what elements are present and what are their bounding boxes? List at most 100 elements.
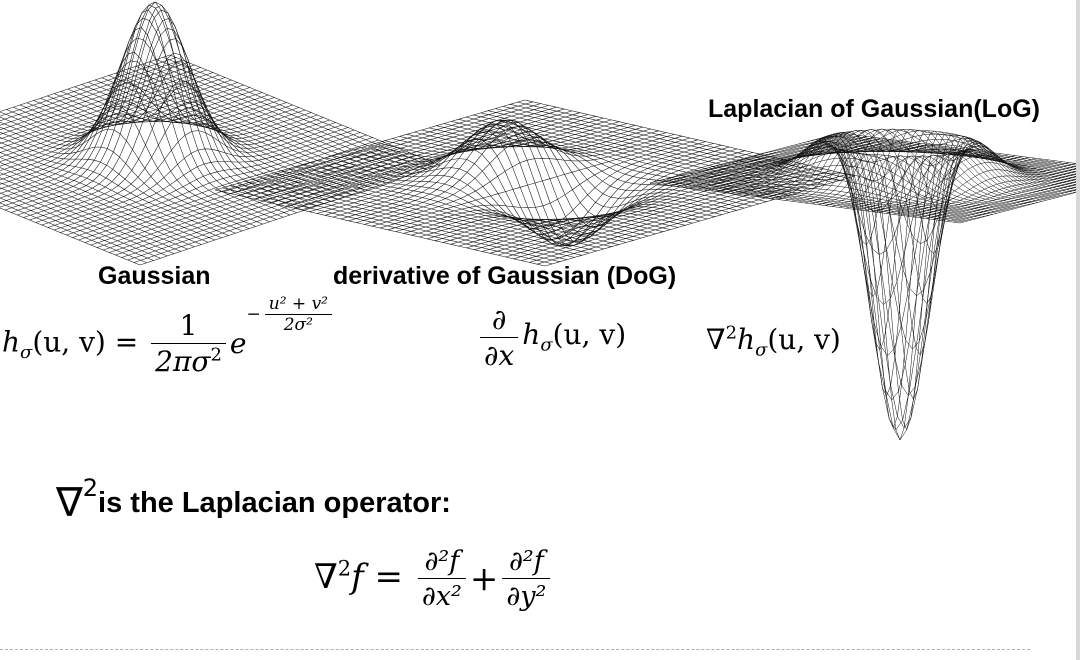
mesh-line <box>703 152 1014 210</box>
mesh-line <box>835 133 1080 166</box>
mesh-line <box>419 146 730 247</box>
mesh-line <box>0 77 226 153</box>
mesh-line <box>237 183 568 260</box>
mesh-line <box>707 148 1018 209</box>
mesh-line <box>4 1 306 211</box>
mesh-line <box>139 164 441 266</box>
bottom-divider <box>0 649 1030 650</box>
mesh-line <box>318 159 649 237</box>
mesh-line <box>347 138 678 240</box>
log-formula-nabla: ∇ <box>706 323 726 356</box>
mesh-line <box>720 142 1031 213</box>
laplacian-definition-fraction-y: ∂²f ∂y² <box>502 548 551 612</box>
mesh-line <box>259 176 590 254</box>
mesh-line <box>687 172 998 214</box>
mesh-line <box>303 164 634 241</box>
mesh-line <box>517 101 848 179</box>
mesh-line <box>798 143 1080 181</box>
dog-formula-denominator: ∂x <box>484 339 515 372</box>
gaussian-formula-args: (u, v) = <box>32 325 139 359</box>
mesh-line <box>19 1 291 216</box>
mesh-line <box>524 99 856 177</box>
mesh-line <box>340 148 671 235</box>
mesh-line <box>0 82 238 162</box>
mesh-line <box>421 129 752 207</box>
window-edge <box>1076 0 1080 660</box>
mesh-line <box>0 87 250 172</box>
mesh-line <box>121 157 422 258</box>
mesh-line <box>699 157 1010 211</box>
mesh-line <box>72 137 373 238</box>
mesh-line <box>815 139 1080 174</box>
mesh-line <box>296 166 627 243</box>
mesh-line <box>309 121 620 212</box>
mesh-line <box>229 185 560 262</box>
mesh-line <box>0 157 209 243</box>
mesh-line <box>827 136 1080 170</box>
mesh-line <box>466 157 777 249</box>
mesh-line <box>399 131 730 218</box>
mesh-line <box>728 138 1039 305</box>
mesh-line <box>678 175 989 216</box>
mesh-line <box>716 143 1027 206</box>
mesh-line <box>94 79 366 191</box>
laplacian-definition-denominator-y: ∂y² <box>506 581 547 612</box>
mesh-line <box>510 104 841 181</box>
laplacian-definition: ∇2f = ∂²f ∂x² + ∂²f ∂y² <box>314 548 554 610</box>
gaussian-label: Gaussian <box>98 262 211 290</box>
mesh-line <box>23 52 324 218</box>
dog-formula-numerator: ∂ <box>480 306 519 338</box>
mesh-line <box>802 142 1080 179</box>
mesh-line <box>480 112 811 190</box>
mesh-line <box>794 139 1080 182</box>
mesh-line <box>392 126 723 228</box>
mesh-line <box>711 146 1023 207</box>
laplacian-definition-denominator-x: ∂x² <box>421 581 462 612</box>
gaussian-surface-plot <box>0 1 441 266</box>
mesh-line <box>362 124 693 247</box>
mesh-line <box>0 62 189 126</box>
laplacian-heading-text: is the Laplacian operator: <box>98 487 451 519</box>
dog-formula: ∂ ∂x hσ(u, v) <box>476 306 626 370</box>
gaussian-formula-exponent-sign: − <box>246 304 261 325</box>
laplacian-definition-nabla: ∇ <box>314 557 338 597</box>
mesh-line <box>0 136 236 234</box>
mesh-line <box>333 155 664 232</box>
dog-formula-fraction: ∂ ∂x <box>480 306 519 372</box>
log-surface-plot <box>649 128 1080 441</box>
mesh-line <box>695 165 1006 212</box>
mesh-line <box>674 176 985 217</box>
mesh-line <box>0 94 269 185</box>
gaussian-formula-sigma: σ <box>20 342 33 364</box>
mesh-line <box>266 174 597 252</box>
gaussian-formula-exponent-numerator: u² + v² <box>264 296 332 315</box>
gaussian-formula-denominator: 2πσ <box>155 345 211 378</box>
mesh-line <box>281 170 612 247</box>
mesh-line <box>214 189 546 267</box>
mesh-line <box>317 123 628 214</box>
mesh-line <box>109 152 410 253</box>
mesh-line <box>11 9 312 213</box>
mesh-line <box>784 129 975 351</box>
mesh-line <box>127 159 428 261</box>
mesh-line <box>0 37 287 199</box>
mesh-line <box>66 134 367 236</box>
mesh-line <box>60 132 361 233</box>
gaussian-formula-h: h <box>2 325 21 359</box>
laplacian-definition-lhs: f = <box>351 557 404 597</box>
mesh-line <box>666 178 977 219</box>
laplacian-operator-heading: ∇2is the Laplacian operator: <box>56 474 451 526</box>
log-label: Laplacian of Gaussian(LoG) <box>708 95 1040 123</box>
mesh-line <box>0 69 207 140</box>
mesh-line <box>0 89 256 176</box>
laplacian-definition-numerator-x: ∂²f <box>417 548 466 579</box>
mesh-line <box>777 128 1080 189</box>
mesh-line <box>88 82 359 193</box>
mesh-line <box>823 137 1080 171</box>
log-formula-h: h <box>737 323 756 356</box>
gaussian-formula-fraction: 1 2πσ2 <box>151 312 226 376</box>
mesh-line <box>35 107 336 223</box>
mesh-line <box>29 80 330 221</box>
